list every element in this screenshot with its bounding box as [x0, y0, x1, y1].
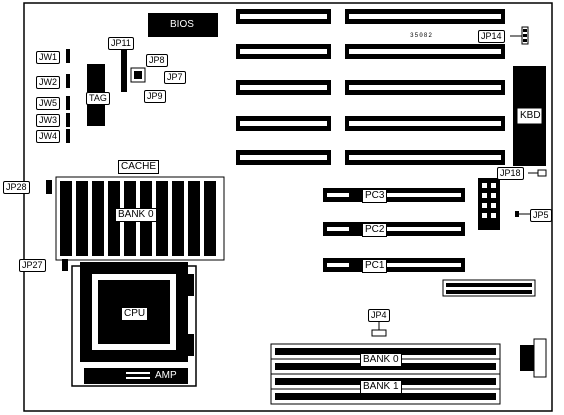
- jp28-label: JP28: [3, 181, 30, 194]
- jp8-label: JP8: [146, 54, 168, 67]
- jp14-header: [510, 26, 529, 45]
- cpu-label: CPU: [121, 307, 149, 321]
- jp-small-headers: [121, 50, 146, 92]
- jp7-label: JP7: [164, 71, 186, 84]
- jp18-header: [537, 169, 547, 177]
- jp11-label: JP11: [108, 37, 134, 50]
- pc1-label: PC1: [362, 259, 388, 273]
- jw5-label: JW5: [36, 97, 60, 110]
- jp9-label: JP9: [144, 90, 166, 103]
- isa-slots-left: [236, 9, 331, 165]
- pci-slots: [323, 188, 465, 272]
- jp18-label: JP18: [497, 167, 524, 180]
- cache-bank0-label: BANK 0: [115, 208, 157, 222]
- mem-bank1-label: BANK 1: [360, 380, 402, 394]
- jw1-label: JW1: [36, 51, 60, 64]
- mem-bank0-label: BANK 0: [360, 353, 402, 367]
- io-header-strip: [442, 279, 536, 297]
- tag-label: TAG: [86, 92, 110, 105]
- isa-slots-right: [345, 9, 505, 165]
- jp5-block: [478, 178, 530, 230]
- amp-label: AMP: [155, 370, 177, 381]
- jp27-header: [62, 259, 68, 271]
- pc3-label: PC3: [362, 189, 388, 203]
- jp5-label: JP5: [530, 209, 552, 222]
- bios-label: BIOS: [170, 19, 194, 30]
- jp14-label: JP14: [478, 30, 505, 43]
- cache-label: CACHE: [118, 160, 160, 174]
- kbd-label-box: [516, 107, 543, 125]
- jp28-header: [46, 180, 52, 194]
- power-connector: [520, 345, 534, 371]
- jw4-label: JW4: [36, 130, 60, 143]
- cpu-socket: [71, 262, 197, 387]
- kbd-label: KBD: [520, 110, 541, 121]
- pc2-label: PC2: [362, 223, 388, 237]
- tag-chips: [87, 64, 105, 126]
- jp4-header: [371, 322, 387, 337]
- jw3-label: JW3: [36, 114, 60, 127]
- jw2-label: JW2: [36, 76, 60, 89]
- jp27-label: JP27: [19, 259, 46, 272]
- board-id-label: 35082: [410, 32, 434, 39]
- bios-chip: [148, 13, 218, 37]
- jp4-label: JP4: [368, 309, 390, 322]
- jw-jumpers: [66, 49, 70, 143]
